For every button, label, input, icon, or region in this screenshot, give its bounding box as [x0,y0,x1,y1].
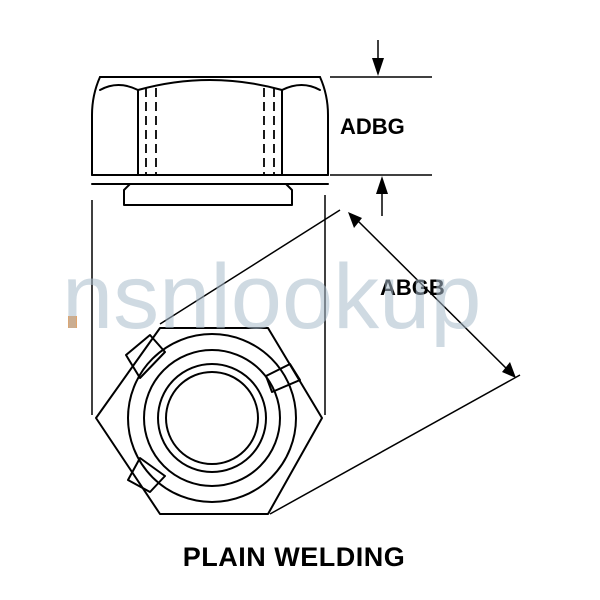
across-corners-dimension: ABGB [159,209,521,515]
height-dimension-label: ADBG [340,114,405,139]
watermark-dot [68,316,77,328]
nut-plan-view [95,327,323,515]
nut-side-view [91,76,329,415]
height-dimension: ADBG [330,40,432,216]
arrow-up-icon [376,176,388,194]
arrow-upleft-icon [348,212,362,228]
watermark-text: nsnlookup [62,246,481,348]
arrow-downright-icon [502,362,516,378]
diagram-caption: PLAIN WELDING [183,542,406,572]
watermark: nsnlookup [62,246,481,348]
arrow-down-icon [372,58,384,76]
across-corners-dimension-label: ABGB [380,275,445,300]
